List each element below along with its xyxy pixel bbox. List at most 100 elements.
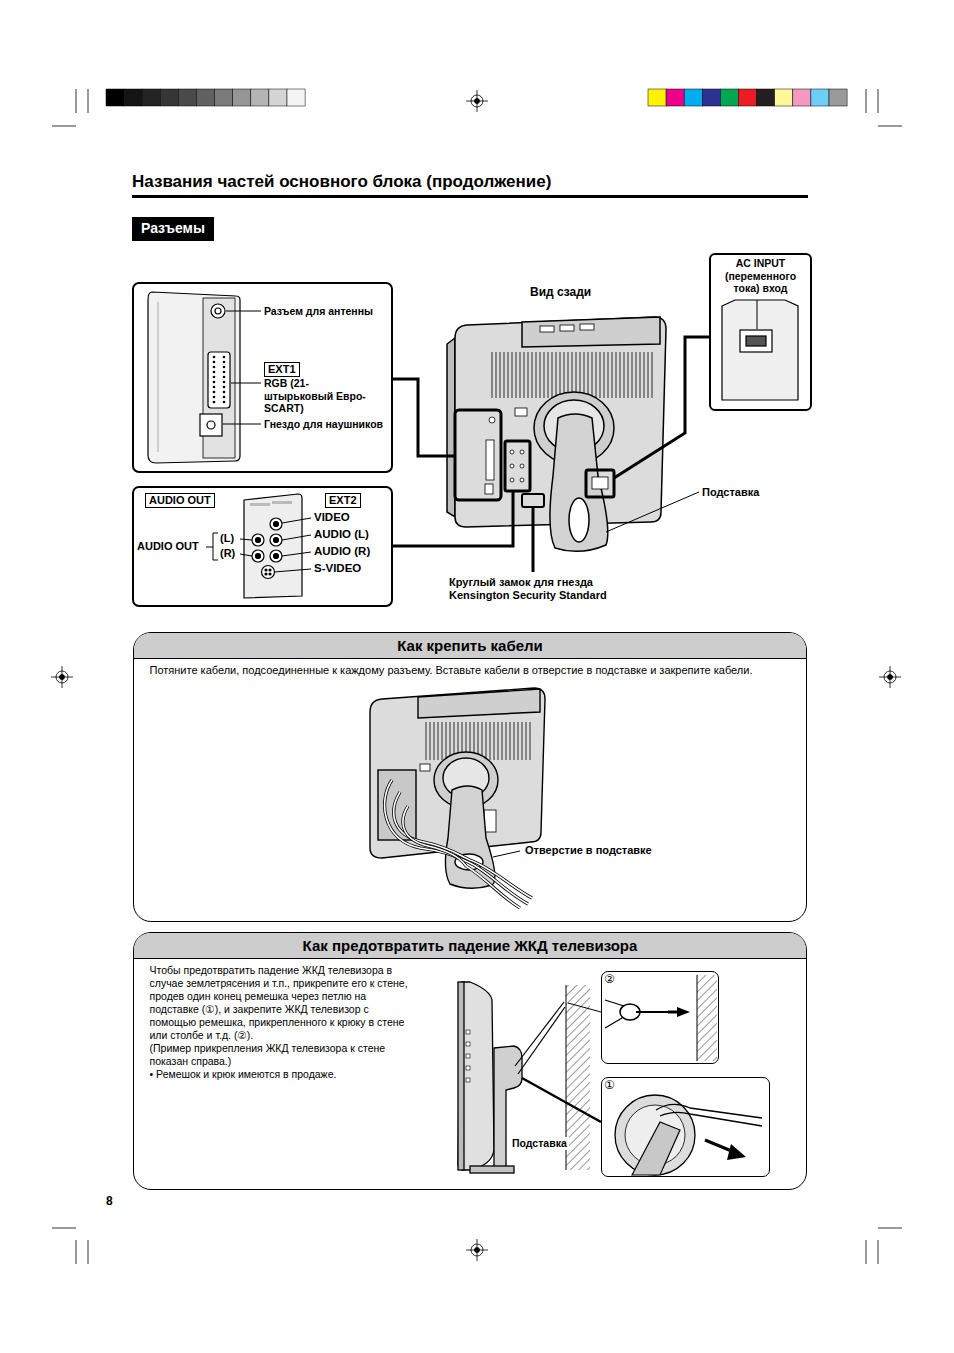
panel-body: Потяните кабели, подсоединенные к каждом… [150,664,800,677]
leader-line [282,535,311,540]
tv-side-view [494,1046,522,1168]
detail-box: ① [601,1077,770,1177]
jack-panel-drawing [270,550,282,562]
tv-cable-view [498,722,499,760]
jack-panel-drawing [250,503,270,506]
jack-panel-drawing [274,554,279,559]
tv-rear-view [552,352,553,398]
tv-rear-view [508,352,509,398]
leader-line [282,518,311,523]
color-bar [197,89,215,106]
ac-socket-drawing [746,336,766,346]
page-title: Названия частей основного блока (продолж… [132,172,551,192]
panel-bullet: • Ремешок и крюк имеются в продаже. [150,1068,418,1081]
leader-line [614,337,709,478]
crop-mark [878,1240,879,1264]
leader-line [393,491,513,546]
side-panel-drawing [215,308,221,314]
tv-side-view [466,1030,470,1034]
side-panel-drawing [200,414,222,436]
page-number: 8 [106,1194,113,1208]
side-panel-drawing [213,356,226,404]
color-bar [124,89,142,106]
side-panel-drawing [158,302,159,452]
tv-rear-view [592,352,593,398]
jack-panel-drawing [270,518,282,530]
tv-side-view [470,1166,514,1173]
tv-rear-view [612,352,613,398]
part-name: AC INPUT (переменного тока) вход [712,257,809,295]
side-panel-drawing [213,376,216,379]
port-tag: EXT1 [264,362,300,377]
tv-cable-view [450,722,451,760]
tv-rear-view [569,498,589,542]
jack-panel-drawing [269,569,271,571]
strap-line [515,1002,601,1122]
tv-side-view [458,982,494,1170]
tv-rear-view [485,484,493,494]
detail-box: ② [601,971,719,1064]
tv-rear-view [572,352,573,398]
tv-cable-view [434,722,435,760]
color-bar [287,89,305,106]
color-bar [720,89,738,106]
jack-panel-drawing [269,573,271,575]
color-bar [702,89,720,106]
tv-rear-view [540,326,554,332]
tv-rear-view [520,352,521,398]
side-panel-drawing [208,352,230,408]
strap-loop-detail [615,1095,762,1175]
crop-mark [52,1228,76,1229]
tv-rear-view [640,352,641,398]
port-tag: AUDIO OUT [145,493,215,508]
jack-panel-drawing [272,501,292,504]
color-bar [142,89,160,106]
cable [394,792,532,898]
jack-panel-drawing [265,569,267,571]
tv-cable-view [490,722,491,760]
tv-cable-view [526,722,527,760]
tv-side-view [466,1066,470,1070]
strap-line [568,1003,601,1012]
side-panel-drawing [223,401,226,404]
ac-socket-drawing [740,330,772,352]
tv-rear-view [536,352,537,398]
side-panel-drawing [211,304,225,318]
color-bar [739,89,757,106]
tv-cable-view [506,722,507,760]
hook-detail [605,1018,622,1028]
leader-line [393,379,455,456]
side-panel-drawing [223,371,226,374]
registration-mark [60,675,65,680]
leader-line [223,424,261,425]
cable [403,806,520,908]
strap-loop-detail [656,1104,762,1118]
registration-mark [51,666,73,688]
crop-mark [52,126,76,127]
highlight-frame [522,494,544,507]
view-label: Вид сзади [530,285,591,299]
crop-mark [878,89,879,113]
crop-mark [76,1240,77,1264]
registration-mark [879,666,901,688]
jack-panel-drawing [265,573,267,575]
ac-socket-drawing [722,300,798,400]
part-name: RGB (21-штырьковый Евро-SCART) [264,377,376,415]
strap-line [522,1078,601,1122]
wall [566,985,590,1170]
jack-panel-drawing [244,494,302,598]
registration-mark [888,675,893,680]
tv-rear-view [510,450,514,454]
strap-line [515,1002,564,1066]
crop-mark [76,89,77,113]
ac-socket-drawing [722,300,798,400]
part-name: Отверстие в подставке [523,844,654,857]
jack-panel-drawing [262,566,275,579]
tv-rear-view [510,478,514,482]
part-name: Разъем для антенны [264,305,373,318]
registration-mark [51,90,901,1261]
side-panel-drawing [213,396,216,399]
side-panel-drawing [223,356,226,359]
leader-line [393,337,709,572]
hook-detail [677,1007,690,1017]
